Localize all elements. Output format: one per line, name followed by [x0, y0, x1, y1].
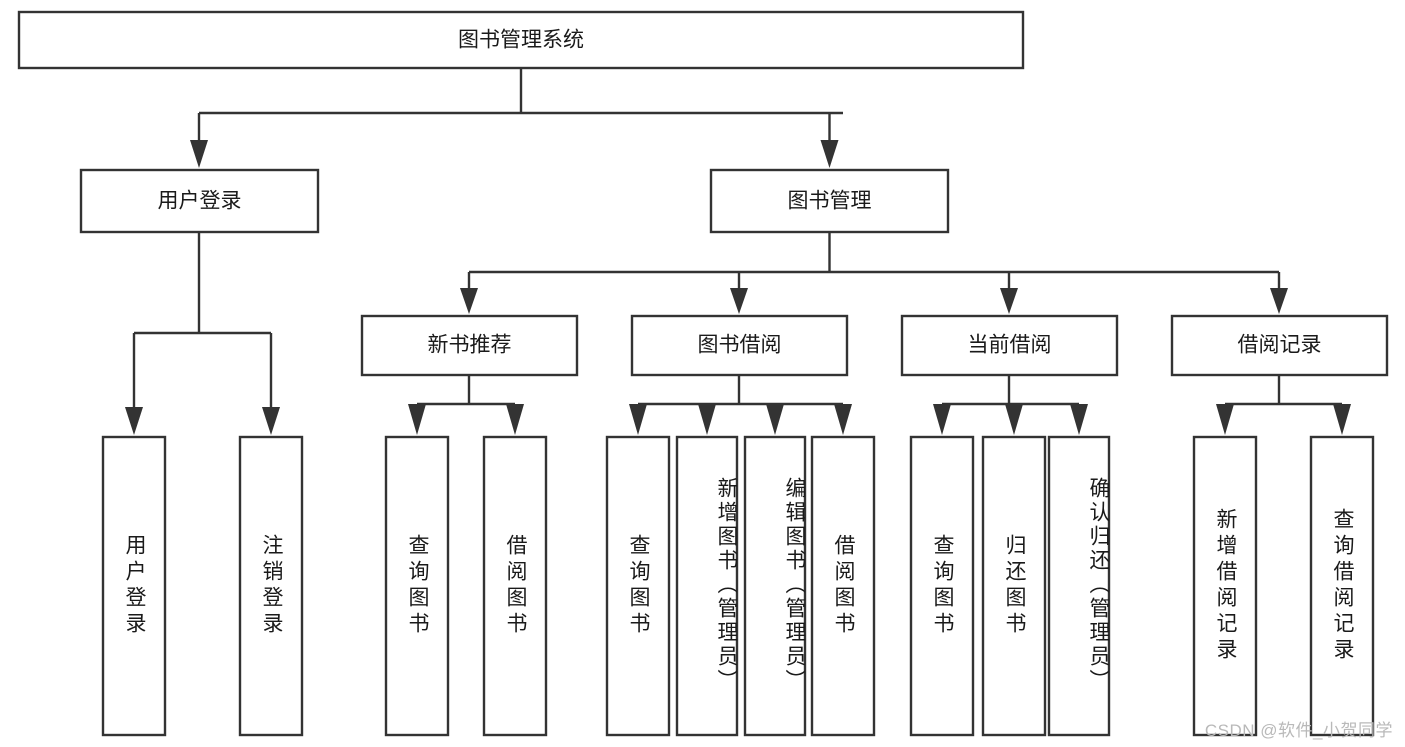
node-leaf-borrow-book-1[interactable]: 借阅图书 — [482, 435, 548, 737]
node-leaf-query-book-1-label: 查询图书 — [406, 534, 430, 638]
node-leaf-borrow-book-2-box[interactable] — [810, 435, 876, 737]
arrow-head-icon — [506, 404, 524, 435]
node-leaf-return-book-box[interactable] — [981, 435, 1047, 737]
node-book-manage-box[interactable] — [709, 168, 950, 234]
node-new-book-recommend-box[interactable] — [360, 314, 579, 377]
node-leaf-query-book-3-label: 查询图书 — [931, 534, 955, 638]
node-leaf-add-record-label: 新增借阅记录 — [1214, 508, 1238, 664]
arrow-head-icon — [408, 404, 426, 435]
node-leaf-query-book-1-box[interactable] — [384, 435, 450, 737]
node-leaf-borrow-book-1-label: 借阅图书 — [504, 534, 528, 638]
connector-book-manage-to-level3 — [460, 232, 1288, 314]
arrow-head-icon — [698, 404, 716, 435]
node-user-login-label: 用户登录 — [158, 190, 242, 213]
csdn-watermark: CSDN @软件_小贺同学 — [1204, 721, 1393, 740]
node-leaf-confirm-return-box[interactable] — [1047, 435, 1111, 737]
node-current-borrow[interactable]: 当前借阅 — [900, 314, 1119, 377]
node-leaf-query-book-1[interactable]: 查询图书 — [384, 435, 450, 737]
node-leaf-logout-label: 注销登录 — [260, 534, 284, 638]
arrow-head-icon — [933, 404, 951, 435]
arrow-head-icon — [1270, 288, 1288, 314]
node-leaf-add-book-label: 新增图书（管理员） — [715, 477, 737, 693]
node-book-borrow-label: 图书借阅 — [698, 334, 782, 357]
node-leaf-borrow-book-2[interactable]: 借阅图书 — [810, 435, 876, 737]
node-book-borrow[interactable]: 图书借阅 — [630, 314, 849, 377]
arrow-head-icon — [730, 288, 748, 314]
node-book-manage[interactable]: 图书管理 — [709, 168, 950, 234]
connector-book-borrow-to-leaves — [629, 375, 852, 435]
node-leaf-query-book-2-box[interactable] — [605, 435, 671, 737]
node-leaf-query-book-3-box[interactable] — [909, 435, 975, 737]
arrow-head-icon — [125, 407, 143, 435]
connector-root-to-level2 — [190, 68, 843, 168]
connector-new-book-recommend-to-leaves — [408, 375, 524, 435]
arrow-head-icon — [1000, 288, 1018, 314]
node-user-login-box[interactable] — [79, 168, 320, 234]
node-leaf-edit-book[interactable]: 编辑图书（管理员） — [743, 435, 807, 737]
node-new-book-recommend[interactable]: 新书推荐 — [360, 314, 579, 377]
arrow-head-icon — [190, 140, 208, 168]
node-root-system[interactable]: 图书管理系统 — [17, 10, 1025, 70]
node-leaf-confirm-return[interactable]: 确认归还（管理员） — [1047, 435, 1111, 737]
arrow-head-icon — [1216, 404, 1234, 435]
arrow-head-icon — [1005, 404, 1023, 435]
arrow-head-icon — [262, 407, 280, 435]
node-leaf-edit-book-box[interactable] — [743, 435, 807, 737]
node-current-borrow-label: 当前借阅 — [968, 334, 1052, 357]
node-borrow-record-box[interactable] — [1170, 314, 1389, 377]
arrow-head-icon — [629, 404, 647, 435]
node-leaf-add-record-box[interactable] — [1192, 435, 1258, 737]
node-leaf-add-book-box[interactable] — [675, 435, 739, 737]
node-leaf-return-book-label: 归还图书 — [1003, 534, 1027, 638]
node-leaf-confirm-return-label: 确认归还（管理员） — [1087, 477, 1109, 693]
node-leaf-query-record-box[interactable] — [1309, 435, 1375, 737]
arrow-head-icon — [1333, 404, 1351, 435]
connector-current-borrow-to-leaves — [933, 375, 1088, 435]
node-user-login[interactable]: 用户登录 — [79, 168, 320, 234]
node-leaf-query-book-2-label: 查询图书 — [627, 534, 651, 638]
node-leaf-logout[interactable]: 注销登录 — [238, 435, 304, 737]
node-leaf-user-login-label: 用户登录 — [123, 534, 147, 638]
node-root-system-box[interactable] — [17, 10, 1025, 70]
arrow-head-icon — [820, 140, 839, 168]
node-leaf-edit-book-label: 编辑图书（管理员） — [783, 477, 805, 693]
node-leaf-add-record[interactable]: 新增借阅记录 — [1192, 435, 1258, 737]
node-leaf-query-record[interactable]: 查询借阅记录 — [1309, 435, 1375, 737]
node-leaf-borrow-book-2-label: 借阅图书 — [832, 534, 856, 638]
arrow-head-icon — [766, 404, 784, 435]
node-leaf-return-book[interactable]: 归还图书 — [981, 435, 1047, 737]
connector-user-login-to-leaves — [125, 232, 280, 435]
node-borrow-record[interactable]: 借阅记录 — [1170, 314, 1389, 377]
node-leaf-user-login[interactable]: 用户登录 — [101, 435, 167, 737]
node-current-borrow-box[interactable] — [900, 314, 1119, 377]
node-book-borrow-box[interactable] — [630, 314, 849, 377]
node-leaf-add-book[interactable]: 新增图书（管理员） — [675, 435, 739, 737]
node-borrow-record-label: 借阅记录 — [1238, 334, 1322, 357]
arrow-head-icon — [834, 404, 852, 435]
connector-borrow-record-to-leaves — [1216, 375, 1351, 435]
node-root-system-label: 图书管理系统 — [458, 29, 584, 52]
node-leaf-borrow-book-1-box[interactable] — [482, 435, 548, 737]
node-book-manage-label: 图书管理 — [788, 190, 872, 213]
node-new-book-recommend-label: 新书推荐 — [428, 334, 512, 357]
node-leaf-query-book-3[interactable]: 查询图书 — [909, 435, 975, 737]
arrow-head-icon — [1070, 404, 1088, 435]
node-leaf-logout-box[interactable] — [238, 435, 304, 737]
node-leaf-query-record-label: 查询借阅记录 — [1331, 508, 1355, 664]
arrow-head-icon — [460, 288, 478, 314]
node-leaf-user-login-box[interactable] — [101, 435, 167, 737]
node-leaf-query-book-2[interactable]: 查询图书 — [605, 435, 671, 737]
